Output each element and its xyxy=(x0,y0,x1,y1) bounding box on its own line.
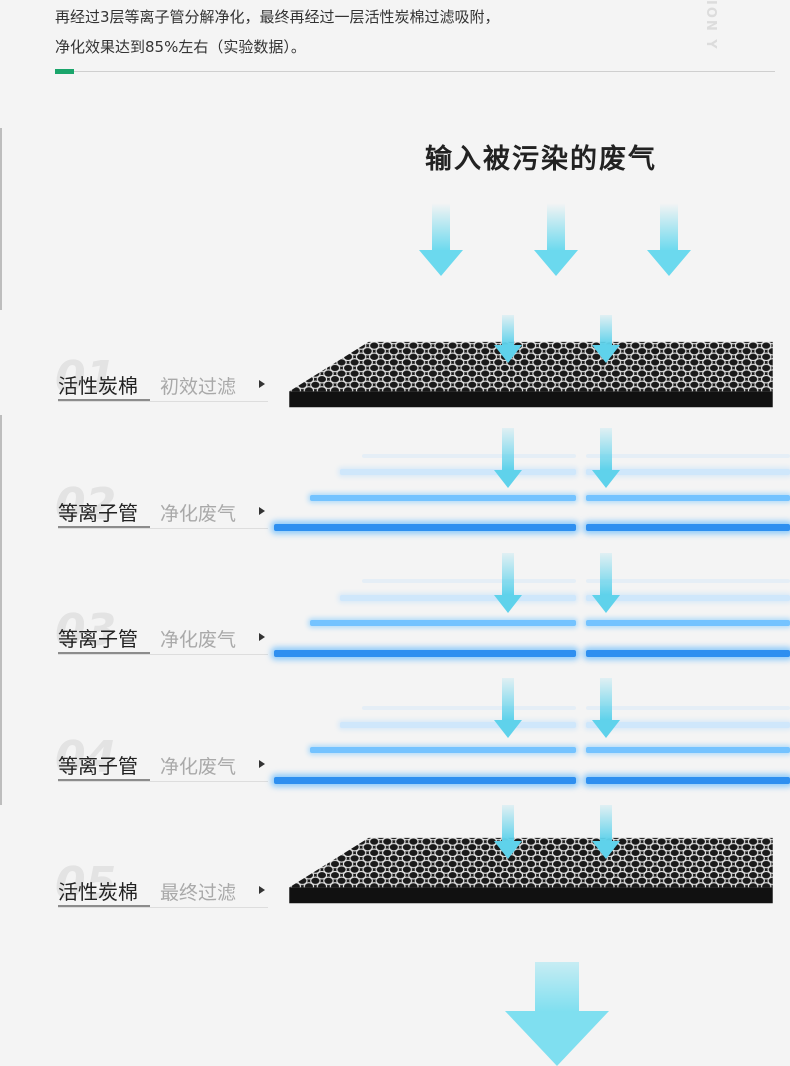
step-underline xyxy=(58,905,150,908)
triangle-right-icon xyxy=(259,507,265,515)
triangle-right-icon xyxy=(259,760,265,768)
divider-accent xyxy=(55,69,74,74)
triangle-right-icon xyxy=(259,886,265,894)
step-number: 05 xyxy=(55,858,117,909)
step-subtitle: 净化废气 xyxy=(160,756,237,778)
step-title: 活性炭棉 xyxy=(58,880,138,904)
step-3: 03 等离子管 净化废气 xyxy=(55,605,270,673)
carbon-filter-mesh xyxy=(289,837,773,904)
step-rule xyxy=(58,654,268,655)
step-title: 等离子管 xyxy=(58,501,138,525)
step-subtitle: 净化废气 xyxy=(160,629,237,651)
step-number: 03 xyxy=(55,605,117,656)
step-number: 02 xyxy=(55,479,117,530)
step-subtitle: 净化废气 xyxy=(160,503,237,525)
step-number: 01 xyxy=(55,352,117,403)
step-underline xyxy=(58,399,150,402)
left-edge-bar xyxy=(0,128,2,310)
step-rule xyxy=(58,528,268,529)
step-5: 05 活性炭棉 最终过滤 xyxy=(55,858,270,926)
step-underline xyxy=(58,526,150,529)
step-rule xyxy=(58,907,268,908)
decor-vertical-text: ION Y xyxy=(703,0,718,51)
triangle-right-icon xyxy=(259,633,265,641)
intro-line-2: 净化效果达到85%左右（实验数据）。 xyxy=(55,38,306,56)
page-heading: 输入被污染的废气 xyxy=(425,144,657,175)
step-subtitle: 最终过滤 xyxy=(160,882,237,904)
step-rule xyxy=(58,401,268,402)
step-4: 04 等离子管 净化废气 xyxy=(55,732,270,800)
step-title: 等离子管 xyxy=(58,627,138,651)
intro-line-1: 再经过3层等离子管分解净化，最终再经过一层活性炭棉过滤吸附， xyxy=(55,8,500,26)
step-rule xyxy=(58,781,268,782)
left-edge-bar xyxy=(0,415,2,805)
triangle-right-icon xyxy=(259,380,265,388)
divider-line xyxy=(55,71,775,72)
step-underline xyxy=(58,652,150,655)
intro-text: 再经过3层等离子管分解净化，最终再经过一层活性炭棉过滤吸附， 净化效果达到85%… xyxy=(55,2,500,62)
step-1: 01 活性炭棉 初效过滤 xyxy=(55,352,270,420)
step-underline xyxy=(58,779,150,782)
step-subtitle: 初效过滤 xyxy=(160,376,237,398)
carbon-filter-mesh xyxy=(289,341,773,408)
step-number: 04 xyxy=(55,732,117,783)
step-title: 等离子管 xyxy=(58,754,138,778)
step-title: 活性炭棉 xyxy=(58,374,138,398)
step-2: 02 等离子管 净化废气 xyxy=(55,479,270,547)
